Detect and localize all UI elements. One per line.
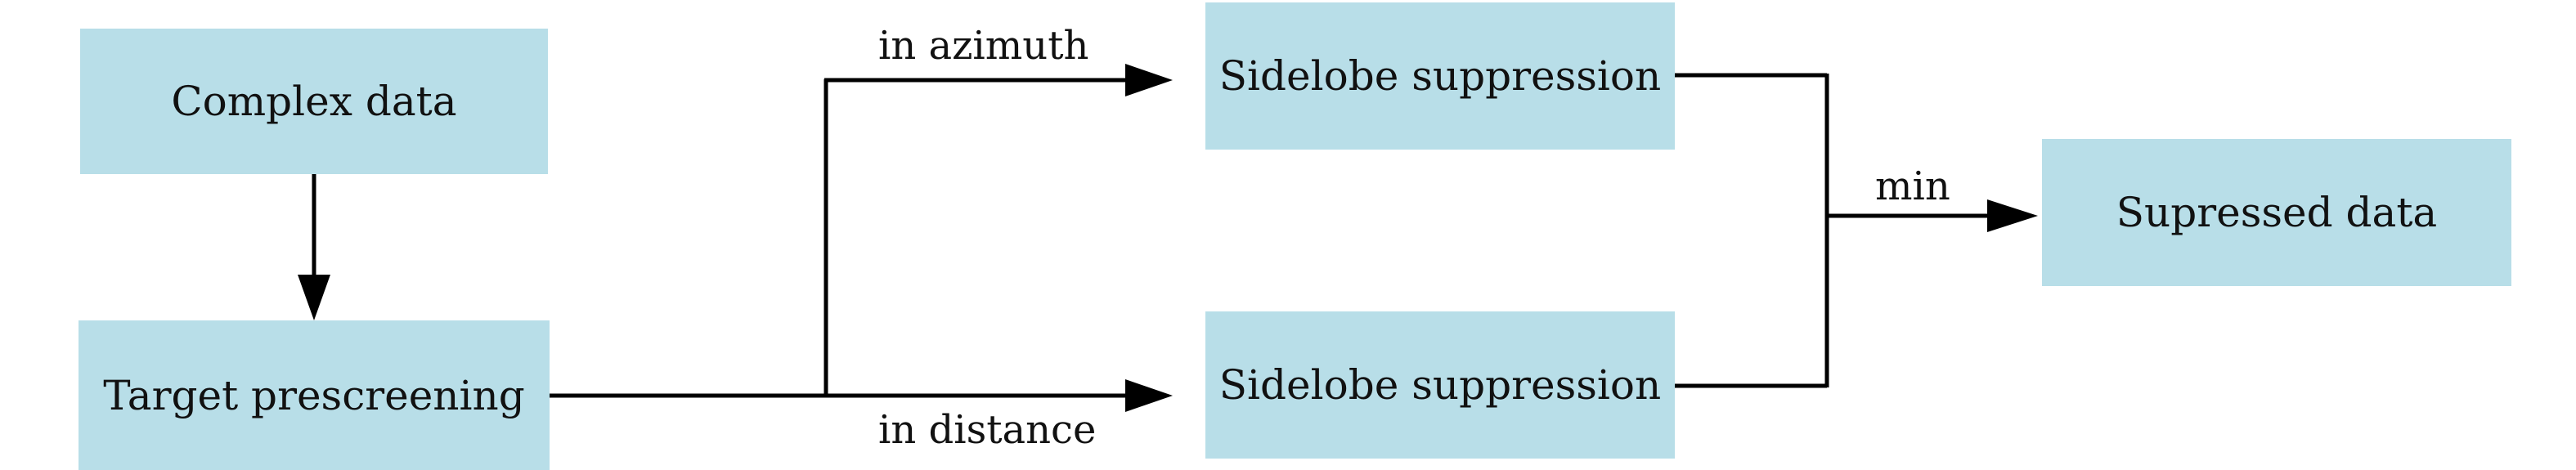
edge-label-distance: in distance	[878, 407, 1097, 453]
arrow-to-sidelobe-azimuth	[824, 64, 1173, 96]
arrow-to-sidelobe-distance	[824, 379, 1173, 412]
node-target-prescreening: Target prescreening	[79, 320, 550, 470]
edge-label-azimuth: in azimuth	[878, 23, 1089, 69]
node-suppressed-data: Supressed data	[2042, 139, 2511, 286]
node-sidelobe-distance-label: Sidelobe suppression	[1218, 361, 1662, 409]
node-suppressed-data-label: Supressed data	[2116, 189, 2438, 236]
connector-merge-min	[1675, 73, 1829, 388]
node-complex-data: Complex data	[80, 29, 548, 174]
node-target-prescreening-label: Target prescreening	[103, 371, 525, 419]
node-sidelobe-suppression-distance: Sidelobe suppression	[1205, 311, 1675, 459]
node-sidelobe-azimuth-label: Sidelobe suppression	[1218, 52, 1662, 100]
connector-target-split	[550, 79, 828, 398]
node-complex-data-label: Complex data	[171, 78, 457, 125]
edge-label-min: min	[1875, 163, 1950, 209]
arrow-complex-to-target	[298, 174, 330, 320]
arrow-to-suppressed-data	[1825, 199, 2038, 232]
node-sidelobe-suppression-azimuth: Sidelobe suppression	[1205, 2, 1675, 150]
